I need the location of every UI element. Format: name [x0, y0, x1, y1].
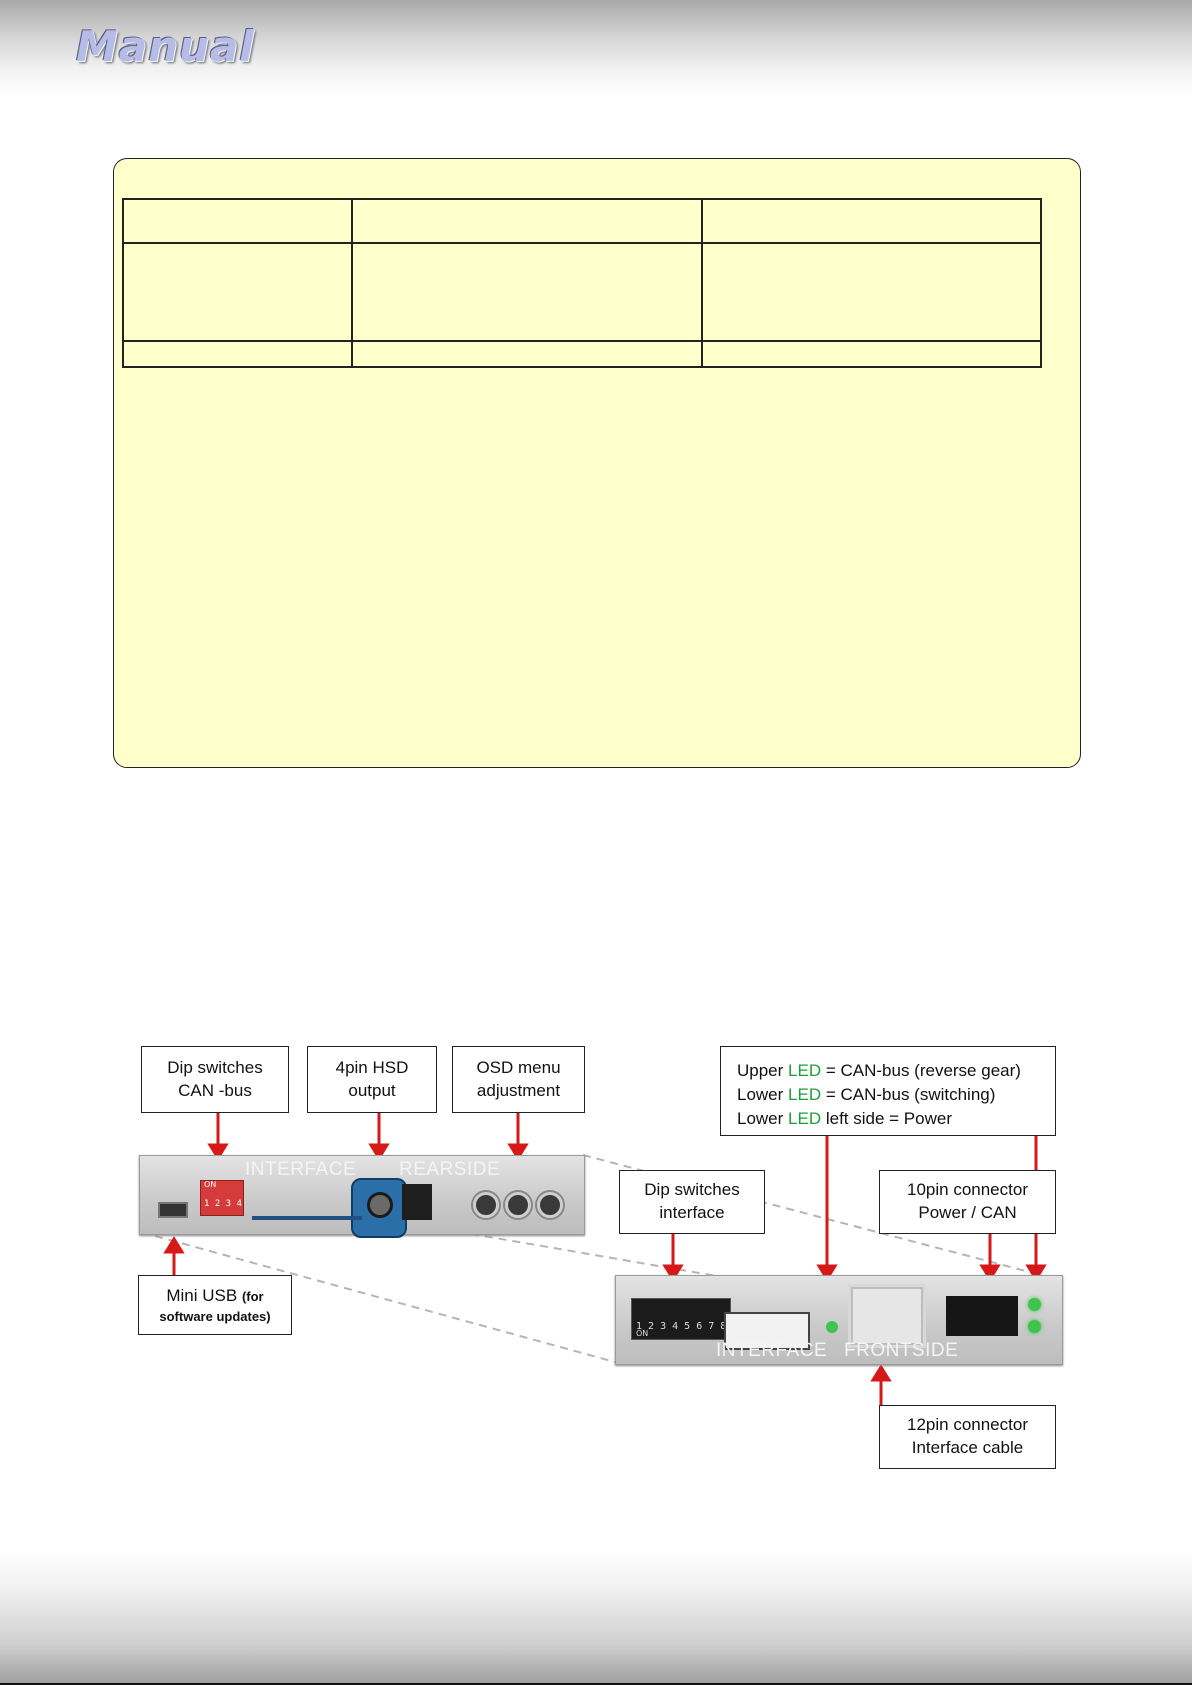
green-led-upper	[1028, 1298, 1041, 1311]
callout-text: output	[348, 1080, 396, 1100]
callout-text: Dip switches	[644, 1180, 740, 1200]
callout-text: CAN -bus	[178, 1080, 252, 1100]
callout-10pin: 10pin connector Power / CAN	[879, 1170, 1056, 1234]
green-led-lower	[1028, 1320, 1041, 1333]
led-line-2: Lower LED = CAN-bus (switching)	[737, 1085, 996, 1104]
callout-text: Dip switches	[167, 1057, 263, 1077]
blue-cable	[252, 1216, 362, 1220]
table-cell	[122, 198, 353, 244]
callout-text: OSD menu	[476, 1057, 561, 1077]
interface-frontside: 1 2 3 4 5 6 7 8 ON INTERFACE FRONTSIDE	[615, 1275, 1063, 1365]
table-row	[122, 198, 1042, 244]
rear-label-interface: INTERFACE	[245, 1159, 357, 1180]
callout-12pin: 12pin connector Interface cable	[879, 1405, 1056, 1469]
table-cell	[701, 340, 1042, 368]
manual-title: Manual	[76, 22, 255, 71]
dip-numbers: 1 2 3 4 5 6 7 8	[636, 1321, 727, 1332]
white-connector	[724, 1312, 810, 1350]
callout-mini-usb: Mini USB (for software updates)	[138, 1275, 292, 1335]
table-cell	[351, 242, 703, 342]
table-cell	[351, 198, 703, 244]
callout-text: software updates)	[159, 1308, 271, 1324]
front-label-interface: INTERFACE	[716, 1340, 828, 1361]
led-line-3: Lower LED left side = Power	[737, 1109, 952, 1128]
callout-hsd: 4pin HSD output	[307, 1046, 437, 1113]
callout-text: 4pin HSD	[335, 1057, 409, 1077]
front-label-frontside: FRONTSIDE	[844, 1340, 959, 1361]
page-footer	[0, 1550, 1192, 1685]
osd-button-3	[537, 1192, 563, 1218]
callout-text: adjustment	[476, 1080, 561, 1100]
callout-text: 10pin connector	[907, 1180, 1028, 1200]
table-cell	[701, 198, 1042, 244]
callout-text: Power / CAN	[918, 1203, 1017, 1222]
callout-dip-interface: Dip switches interface	[619, 1170, 765, 1234]
spec-table	[122, 198, 1042, 368]
10pin-connector	[946, 1296, 1018, 1336]
osd-button-1	[473, 1192, 499, 1218]
table-cell	[351, 340, 703, 368]
callout-dip-can: Dip switches CAN -bus	[141, 1046, 289, 1113]
table-cell	[122, 242, 353, 342]
callout-osd: OSD menu adjustment	[452, 1046, 585, 1113]
hsd-connector	[351, 1178, 407, 1238]
mini-usb-port	[158, 1202, 188, 1218]
12pin-connector	[848, 1284, 926, 1348]
table-row	[122, 340, 1042, 368]
black-housing	[402, 1184, 432, 1220]
callout-led: Upper LED = CAN-bus (reverse gear) Lower…	[720, 1046, 1056, 1136]
dip-numbers: 1 2 3 4	[204, 1199, 242, 1209]
page-header: Manual	[0, 0, 1192, 95]
rear-label-rearside: REARSIDE	[399, 1159, 501, 1180]
callout-text: 12pin connector	[907, 1415, 1028, 1435]
interface-rearside: 1 2 3 4 ON INTERFACE REARSIDE	[139, 1155, 585, 1238]
dip-on-label: ON	[204, 1180, 217, 1189]
osd-button-2	[505, 1192, 531, 1218]
callout-text: Interface cable	[911, 1438, 1024, 1457]
led-line-1: Upper LED = CAN-bus (reverse gear)	[737, 1061, 1021, 1080]
can-dip-switch: 1 2 3 4 ON	[200, 1180, 244, 1216]
green-led-power	[826, 1321, 838, 1333]
footer-divider	[0, 1683, 1192, 1685]
callout-text: Mini USB (for	[166, 1285, 264, 1305]
table-cell	[122, 340, 353, 368]
table-cell	[701, 242, 1042, 342]
interface-dip-switch: 1 2 3 4 5 6 7 8 ON	[631, 1298, 731, 1340]
callout-text: interface	[659, 1203, 725, 1222]
dip-on-label: ON	[636, 1329, 649, 1338]
table-row	[122, 242, 1042, 342]
